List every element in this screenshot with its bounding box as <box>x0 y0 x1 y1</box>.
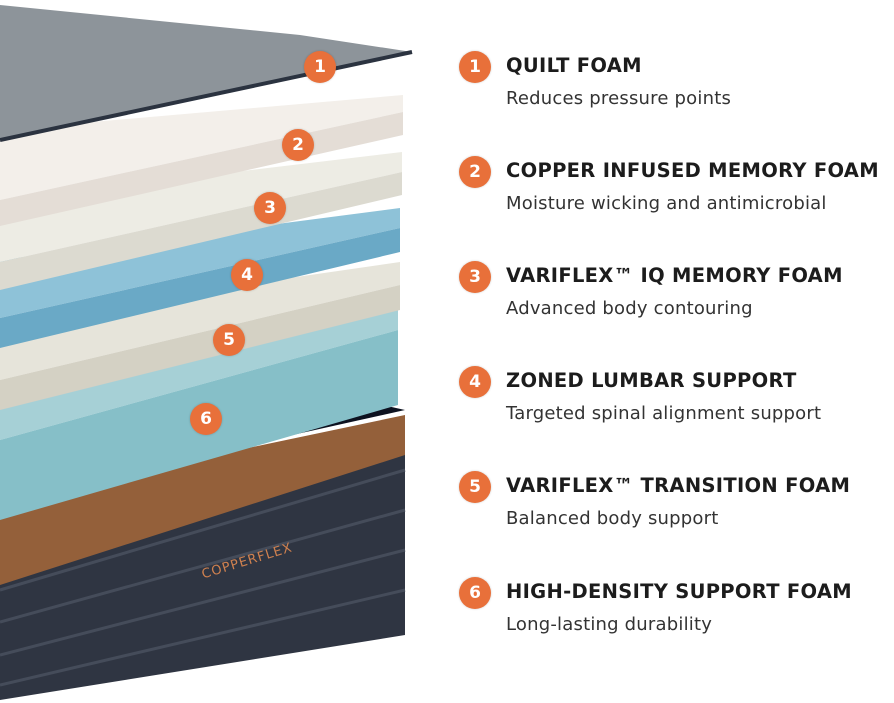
diagram-badge-6: 6 <box>190 403 222 435</box>
layer-title: VARIFLEX™ IQ MEMORY FOAM <box>506 264 843 287</box>
number-badge: 1 <box>459 51 491 83</box>
diagram-badge-5: 5 <box>213 324 245 356</box>
layer-3 <box>0 152 402 290</box>
layer-1 <box>0 5 413 142</box>
copper-band <box>0 415 405 585</box>
number-badge: 6 <box>459 577 491 609</box>
layer-title: QUILT FOAM <box>506 54 642 77</box>
number-badge: 3 <box>459 261 491 293</box>
layer-description: Advanced body contouring <box>506 298 753 319</box>
layer-title: VARIFLEX™ TRANSITION FOAM <box>506 474 851 497</box>
layer-description: Moisture wicking and antimicrobial <box>506 193 827 214</box>
layer-4 <box>0 208 400 348</box>
diagram-badge-4: 4 <box>231 259 263 291</box>
layer-description: Long-lasting durability <box>506 614 713 635</box>
layer-description: Balanced body support <box>506 508 719 529</box>
layer-5 <box>0 262 400 410</box>
number-badge: 4 <box>459 366 491 398</box>
layer-description: Reduces pressure points <box>506 88 732 109</box>
diagram-badge-2: 2 <box>282 129 314 161</box>
number-badge: 2 <box>459 156 491 188</box>
diagram-badge-1: 1 <box>304 51 336 83</box>
layer-title: HIGH-DENSITY SUPPORT FOAM <box>506 580 852 603</box>
number-badge: 5 <box>459 471 491 503</box>
layer-title: COPPER INFUSED MEMORY FOAM <box>506 159 879 182</box>
diagram-badge-3: 3 <box>254 192 286 224</box>
layer-title: ZONED LUMBAR SUPPORT <box>506 369 797 392</box>
layer-description: Targeted spinal alignment support <box>506 403 822 424</box>
